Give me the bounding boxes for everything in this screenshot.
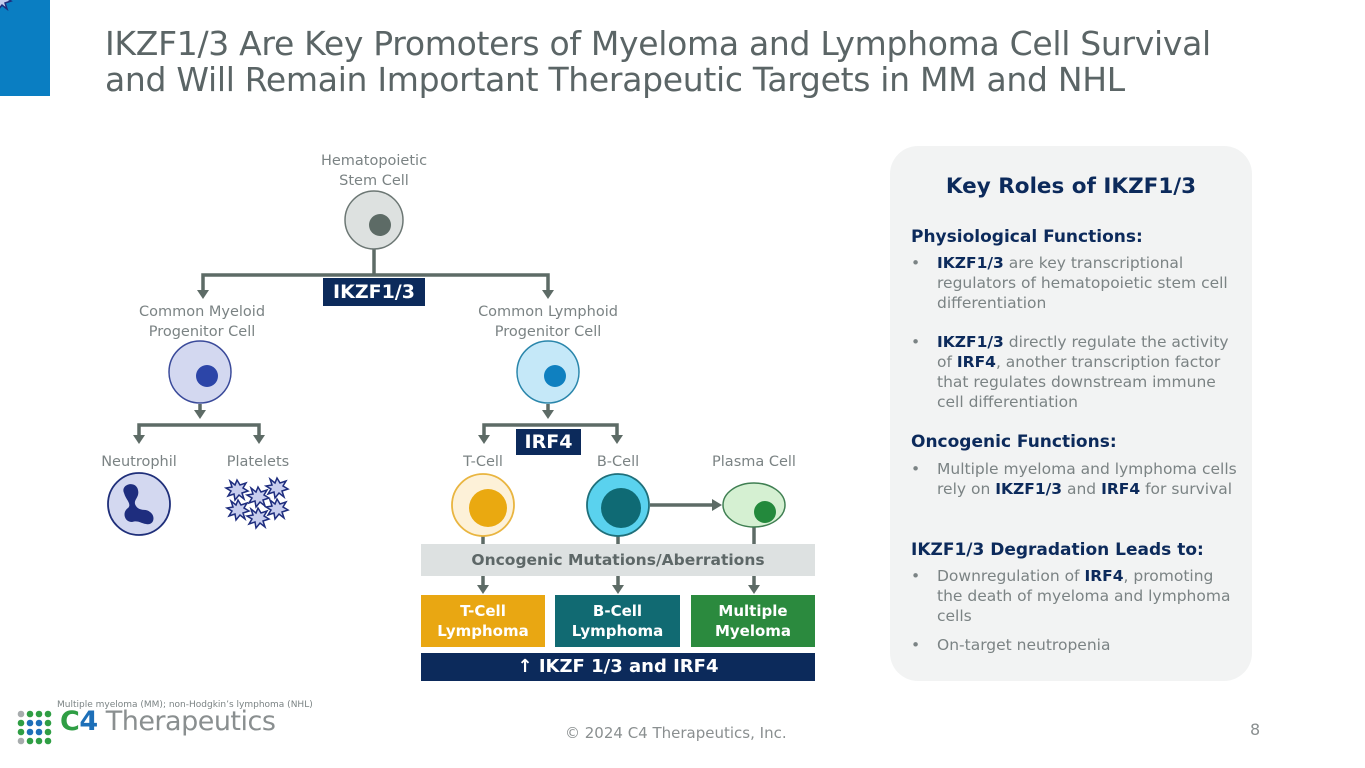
bullet-dot: • <box>911 567 921 585</box>
page-number: 8 <box>1250 720 1261 739</box>
physiological-heading: Physiological Functions: <box>911 227 1143 247</box>
arrow-head <box>478 435 490 444</box>
myeloid-progenitor-icon <box>168 340 232 404</box>
bullet-text: On-target neutropenia <box>937 636 1111 654</box>
bullet-item: • IKZF1/3 are key transcriptional regula… <box>911 253 1241 313</box>
bullet-item: • Multiple myeloma and lymphoma cells re… <box>911 459 1241 499</box>
disease-line: Lymphoma <box>571 622 664 640</box>
text: , another transcription factor that regu… <box>937 353 1221 411</box>
label-line: Progenitor Cell <box>148 324 256 340</box>
disease-line: Multiple <box>718 602 788 620</box>
footnote: Multiple myeloma (MM); non-Hodgkin’s lym… <box>57 700 313 710</box>
accent-bar <box>0 0 50 96</box>
bullet-text: IKZF1/3 directly regulate the activity o… <box>937 332 1241 412</box>
stem-cell-label: Hematopoietic Stem Cell <box>304 151 444 191</box>
bullet-item: • On-target neutropenia <box>911 635 1241 655</box>
lymphoid-progenitor-icon <box>516 340 580 404</box>
arrow-head <box>542 410 554 419</box>
label-line: Stem Cell <box>339 173 409 189</box>
plasma-cell-icon <box>722 482 786 528</box>
bullet-item: • IKZF1/3 directly regulate the activity… <box>911 332 1241 412</box>
oncogenic-heading: Oncogenic Functions: <box>911 432 1117 452</box>
key-roles-panel <box>890 146 1252 681</box>
label-line: Common Lymphoid <box>478 304 618 320</box>
platelets-icon <box>0 0 289 529</box>
connector <box>201 273 550 294</box>
text: for survival <box>1140 480 1233 498</box>
arrow-head <box>477 585 489 594</box>
bullet-dot: • <box>911 333 921 351</box>
bold-term: IKZF1/3 <box>937 333 1004 351</box>
panel-title: Key Roles of IKZF1/3 <box>945 174 1197 199</box>
connector <box>482 423 619 437</box>
bullet-dot: • <box>911 254 921 272</box>
stem-cell-icon <box>344 190 404 250</box>
degradation-heading: IKZF1/3 Degradation Leads to: <box>911 540 1204 560</box>
neutrophil-label: Neutrophil <box>101 454 177 470</box>
title-line-2: and Will Remain Important Therapeutic Ta… <box>105 60 1125 99</box>
lymphoid-label: Common Lymphoid Progenitor Cell <box>463 302 633 342</box>
disease-line: T-Cell <box>460 602 506 620</box>
logo-rest: Therapeutics <box>97 706 276 737</box>
bold-term: IRF4 <box>1101 480 1141 498</box>
bold-term: IKZF1/3 <box>995 480 1063 498</box>
ikzf-tag: IKZF1/3 <box>323 278 425 306</box>
copyright: © 2024 C4 Therapeutics, Inc. <box>565 724 787 742</box>
text: Multiple myeloma and lymphoma cells rely… <box>937 460 1237 498</box>
bold-term: IKZF1/3 <box>937 254 1004 272</box>
label-line: Hematopoietic <box>320 153 428 169</box>
disease-line: Myeloma <box>714 622 792 640</box>
connector <box>137 423 261 437</box>
c4-logo-wordmark: C4 Therapeutics <box>60 706 276 737</box>
text: , promoting the death of myeloma and lym… <box>937 567 1231 625</box>
b-cell-label: B-Cell <box>596 454 640 470</box>
arrow-head <box>194 410 206 419</box>
text: and <box>1062 480 1102 498</box>
neutrophil-icon <box>107 472 171 536</box>
c4-logo-icon <box>17 710 52 745</box>
myeloid-label: Common Myeloid Progenitor Cell <box>122 302 282 342</box>
arrow-head <box>611 435 623 444</box>
arrow-head <box>542 290 554 299</box>
bullet-text: IKZF1/3 are key transcriptional regulato… <box>937 253 1241 313</box>
bullet-text: Multiple myeloma and lymphoma cells rely… <box>937 459 1241 499</box>
bullet-dot: • <box>911 636 921 654</box>
title-line-1: IKZF1/3 Are Key Promoters of Myeloma and… <box>105 24 1211 63</box>
label-line: Progenitor Cell <box>494 324 602 340</box>
arrow-head <box>197 290 209 299</box>
plasma-cell-label: Plasma Cell <box>712 454 796 470</box>
text: directly regulate the activity of <box>937 333 1229 371</box>
logo-c: C <box>60 706 80 737</box>
irf4-tag: IRF4 <box>516 429 581 455</box>
bullet-item: • Downregulation of IRF4, promoting the … <box>911 566 1241 626</box>
disease-line: Lymphoma <box>437 622 529 640</box>
t-cell-label: T-Cell <box>463 454 503 470</box>
arrow-head <box>133 435 145 444</box>
bullet-text: Downregulation of IRF4, promoting the de… <box>937 566 1241 626</box>
label-line: Common Myeloid <box>138 304 266 320</box>
disease-line: B-Cell <box>592 602 643 620</box>
bold-term: IRF4 <box>956 353 996 371</box>
bullet-dot: • <box>911 460 921 478</box>
ikzf-irf4-upregulation-bar: ↑ IKZF 1/3 and IRF4 <box>421 653 815 681</box>
oncogenic-mutations-bar: Oncogenic Mutations/Aberrations <box>421 544 815 576</box>
page-title: IKZF1/3 Are Key Promoters of Myeloma and… <box>105 26 1305 98</box>
arrow-head <box>712 499 722 511</box>
t-cell-icon <box>451 473 515 537</box>
arrow-head <box>612 585 624 594</box>
bold-term: IRF4 <box>1084 567 1124 585</box>
arrow-head <box>253 435 265 444</box>
logo-4: 4 <box>79 706 98 737</box>
text: are key transcriptional regulators of he… <box>937 254 1228 312</box>
platelets-label: Platelets <box>226 454 290 470</box>
b-cell-icon <box>586 473 650 537</box>
text: Downregulation of <box>937 567 1085 585</box>
arrow-head <box>748 585 760 594</box>
